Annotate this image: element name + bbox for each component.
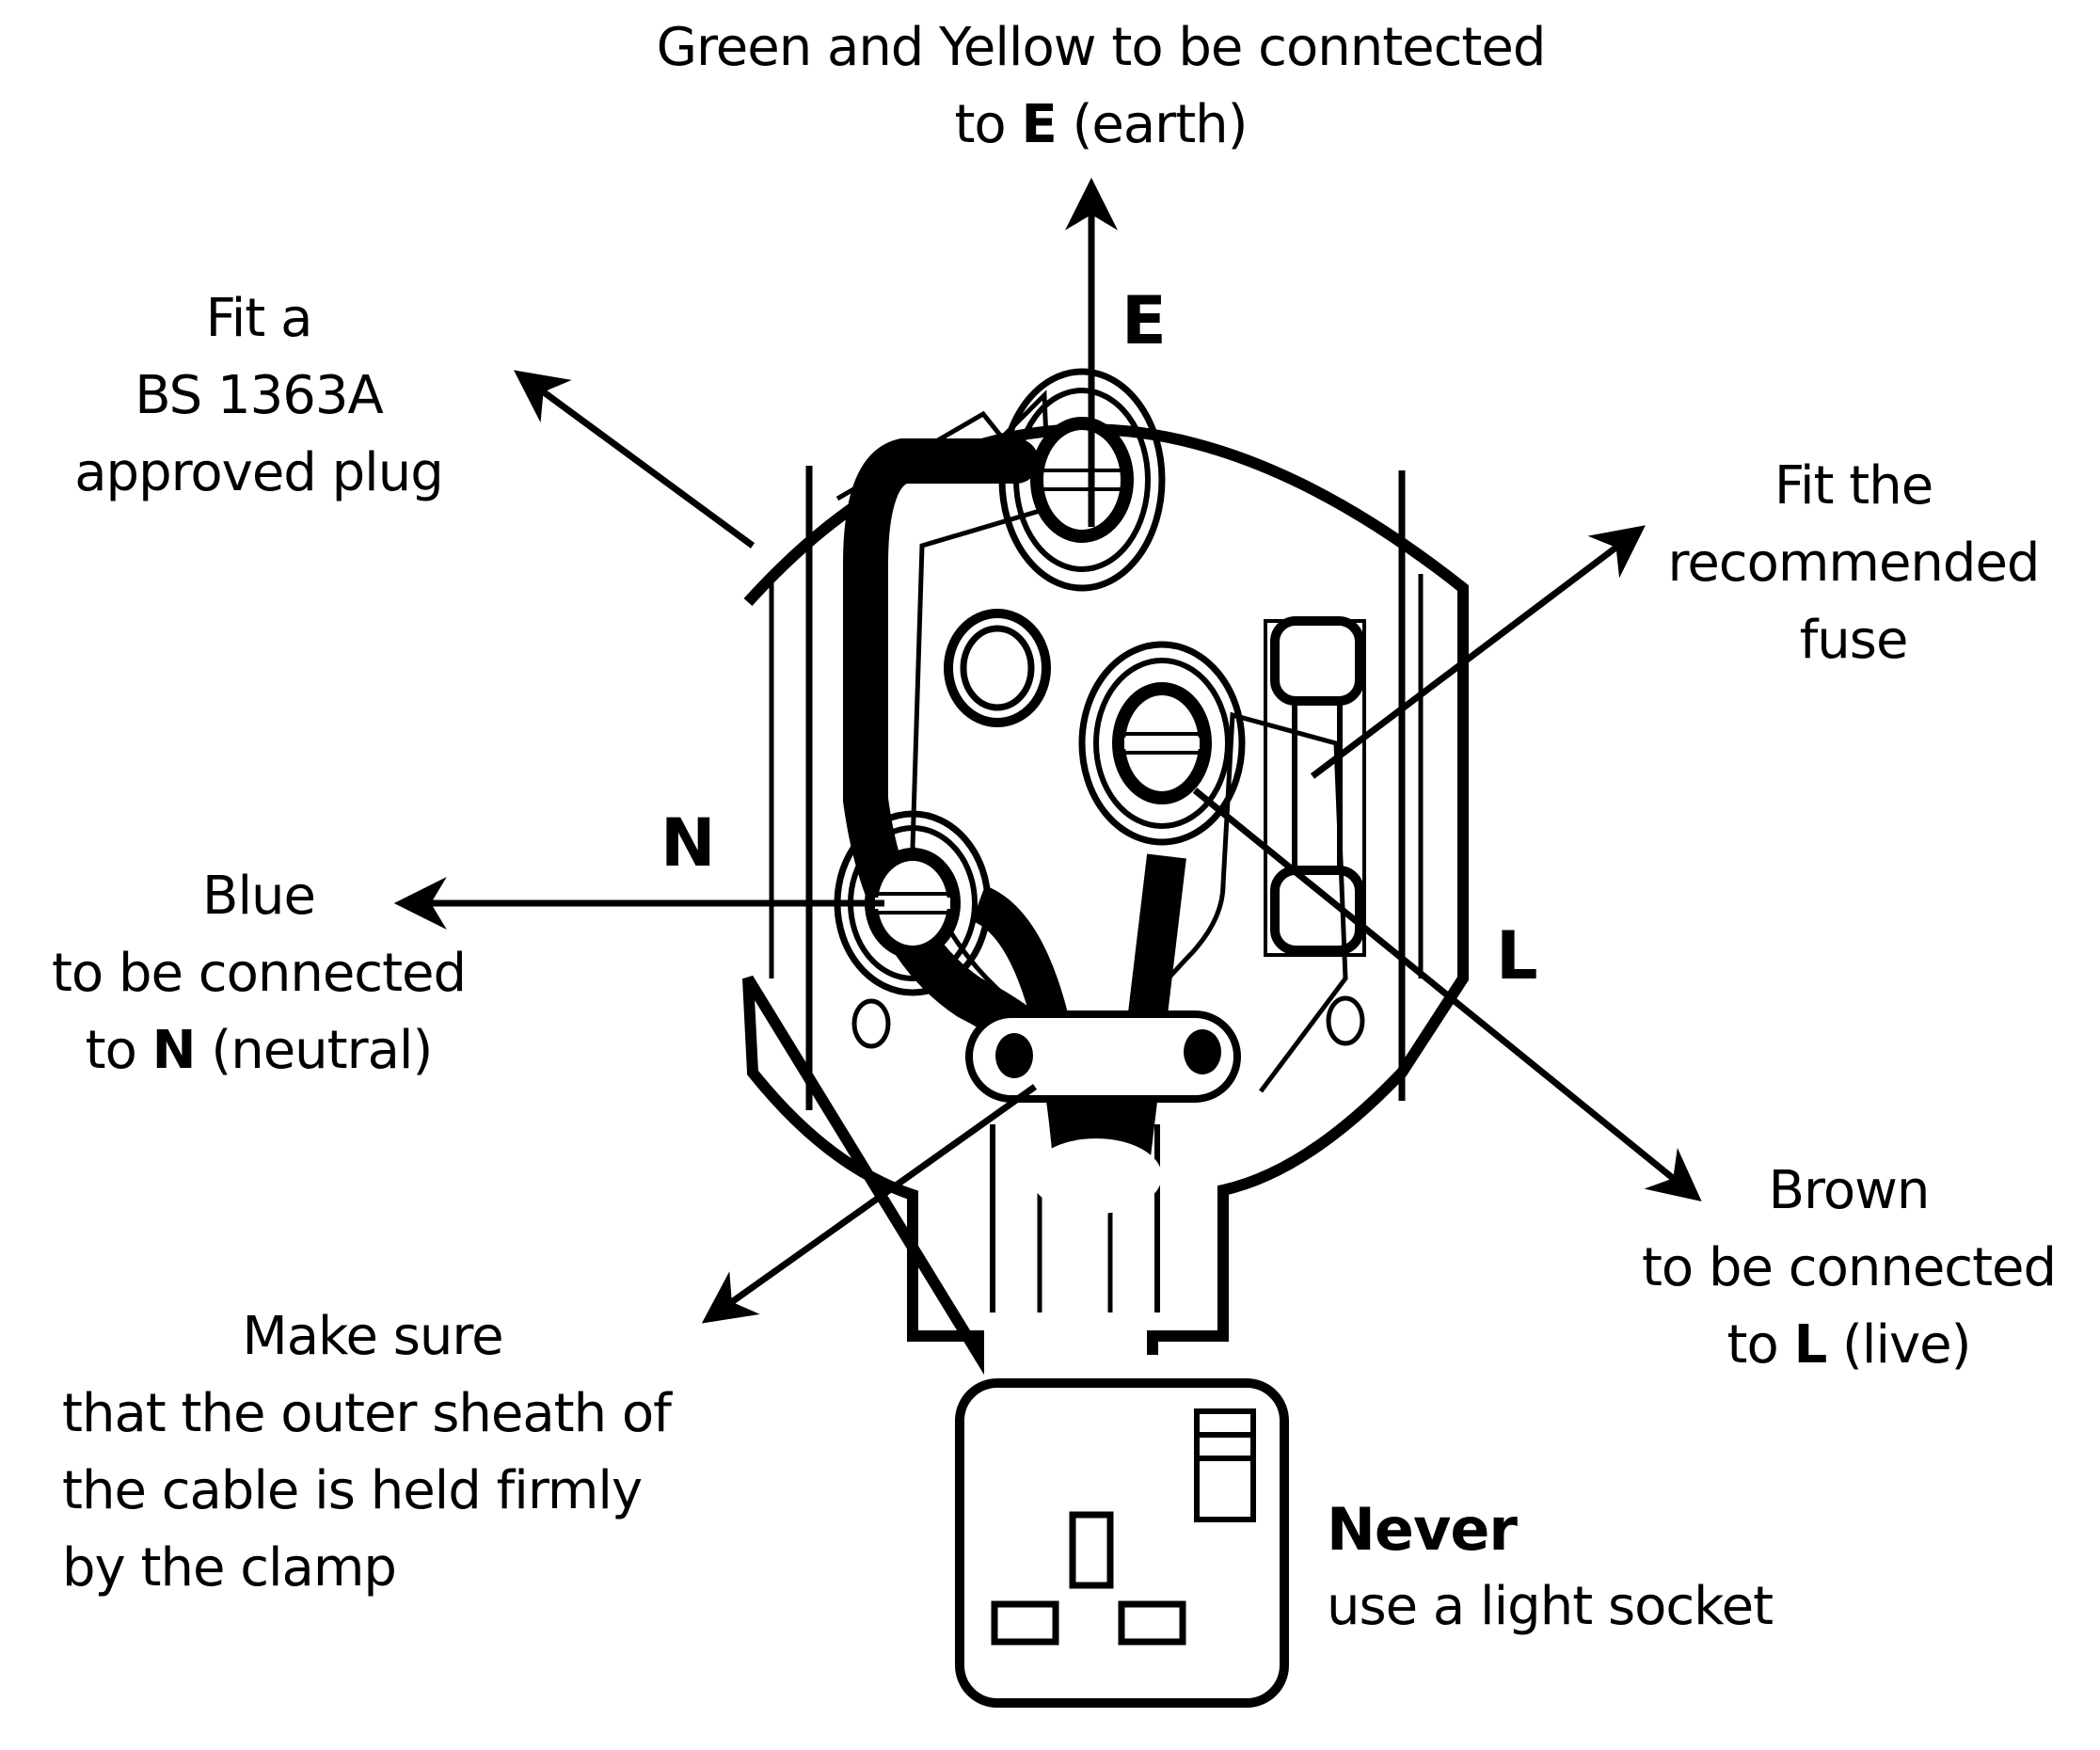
callout-clamp: Make sure that the outer sheath of the c… <box>62 1298 721 1607</box>
callout-socket-line2: use a light socket <box>1327 1576 1774 1637</box>
callout-live: Brown to be connected to L (live) <box>1614 1153 2084 1384</box>
callout-socket-never: Never <box>1327 1495 1518 1564</box>
callout-clamp-line4: by the clamp <box>62 1537 397 1599</box>
cord-clamp <box>965 1010 1241 1103</box>
callout-socket-warning: Never use a light socket <box>1327 1491 1853 1646</box>
callout-earth: Green and Yellow to be conntected to E (… <box>527 9 1675 164</box>
terminal-letter-neutral: N <box>660 804 716 882</box>
arrow-fuse <box>1310 525 1646 779</box>
screw-hole-right <box>1326 995 1365 1046</box>
fixing-post <box>944 609 1051 727</box>
callout-fuse-line2: recommended <box>1667 533 2041 594</box>
plug-body <box>742 423 1469 1376</box>
earth-terminal <box>998 368 1166 592</box>
callout-fuse: Fit the recommended fuse <box>1637 448 2070 679</box>
callout-earth-line1: Green and Yellow to be conntected <box>656 17 1547 78</box>
wall-socket-icon <box>955 1378 1289 1708</box>
terminal-letter-earth: E <box>1122 282 1167 359</box>
callout-neutral-line1: Blue <box>202 866 316 927</box>
callout-live-line2: to be connected <box>1641 1237 2057 1298</box>
callout-plug-line3: approved plug <box>74 442 444 503</box>
callout-arrows <box>393 177 1702 1324</box>
callout-neutral-line3: to N (neutral) <box>85 1020 434 1081</box>
screw-hole-left <box>851 998 891 1049</box>
callout-clamp-line2: that the outer sheath of <box>62 1383 672 1444</box>
callout-live-line1: Brown <box>1768 1160 1931 1221</box>
arrow-plug <box>513 370 756 549</box>
callout-live-line3: to L (live) <box>1726 1314 1972 1376</box>
callout-neutral-line2: to be connected <box>51 943 467 1004</box>
callout-plug: Fit a BS 1363A approved plug <box>28 280 489 512</box>
cable-entry <box>1030 1138 1162 1214</box>
callout-clamp-line1: Make sure <box>242 1306 503 1367</box>
callout-fuse-line3: fuse <box>1799 610 1909 671</box>
fuse <box>1264 616 1366 957</box>
arrow-live <box>1192 788 1702 1202</box>
callout-plug-line1: Fit a <box>205 288 313 349</box>
callout-clamp-line3: the cable is held firmly <box>62 1460 643 1521</box>
callout-plug-line2: BS 1363A <box>135 365 384 426</box>
callout-fuse-line1: Fit the <box>1774 455 1933 517</box>
terminal-letter-live: L <box>1496 917 1538 994</box>
live-terminal <box>1078 641 1246 846</box>
neutral-wire <box>970 885 1091 1173</box>
callout-neutral: Blue to be connected to N (neutral) <box>19 858 499 1090</box>
arrow-clamp <box>701 1084 1038 1324</box>
callout-earth-line2: to E (earth) <box>954 94 1248 155</box>
